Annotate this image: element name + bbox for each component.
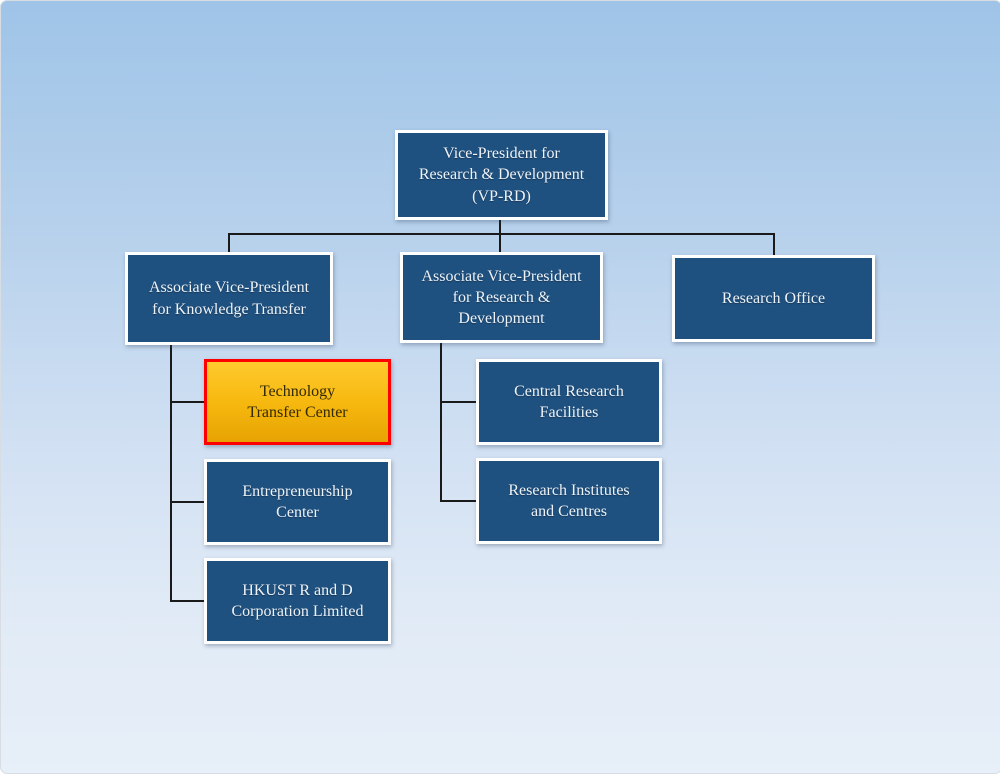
node-label: Vice-President for Research & Developmen…	[418, 145, 585, 205]
node-label: Associate Vice-President for Knowledge T…	[148, 279, 310, 318]
node-vice-president-research-development[interactable]: Vice-President for Research & Developmen…	[395, 130, 608, 220]
node-label: Entrepreneurship Center	[242, 482, 353, 521]
node-label: Research Institutes and Centres	[508, 481, 630, 520]
connector-stub-ttc	[170, 401, 204, 403]
connector-drop-avp-kt	[228, 233, 230, 252]
connector-stub-ric	[440, 500, 476, 502]
node-research-office[interactable]: Research Office	[672, 255, 875, 342]
node-associate-vp-research-development[interactable]: Associate Vice-President for Research & …	[400, 252, 603, 343]
connector-stub-hkust	[170, 600, 204, 602]
connector-stub-crf	[440, 401, 476, 403]
connector-drop-ro	[773, 233, 775, 255]
node-label: Central Research Facilities	[514, 382, 624, 421]
node-hkust-r-and-d-corporation[interactable]: HKUST R and D Corporation Limited	[204, 558, 391, 644]
connector-root-rail	[228, 233, 775, 235]
node-associate-vp-knowledge-transfer[interactable]: Associate Vice-President for Knowledge T…	[125, 252, 333, 345]
node-label: HKUST R and D Corporation Limited	[231, 581, 364, 620]
connector-rd-spine	[440, 343, 442, 502]
node-label: Associate Vice-President for Research & …	[421, 267, 582, 328]
connector-stub-ec	[170, 501, 204, 503]
node-label: Technology Transfer Center	[247, 382, 348, 421]
node-research-institutes-and-centres[interactable]: Research Institutes and Centres	[476, 458, 662, 544]
node-entrepreneurship-center[interactable]: Entrepreneurship Center	[204, 459, 391, 545]
node-technology-transfer-center[interactable]: Technology Transfer Center	[204, 359, 391, 445]
connector-kt-spine	[170, 345, 172, 602]
node-label: Research Office	[721, 289, 826, 307]
connector-root-drop	[499, 220, 501, 234]
node-central-research-facilities[interactable]: Central Research Facilities	[476, 359, 662, 445]
connector-drop-avp-rd	[499, 233, 501, 252]
